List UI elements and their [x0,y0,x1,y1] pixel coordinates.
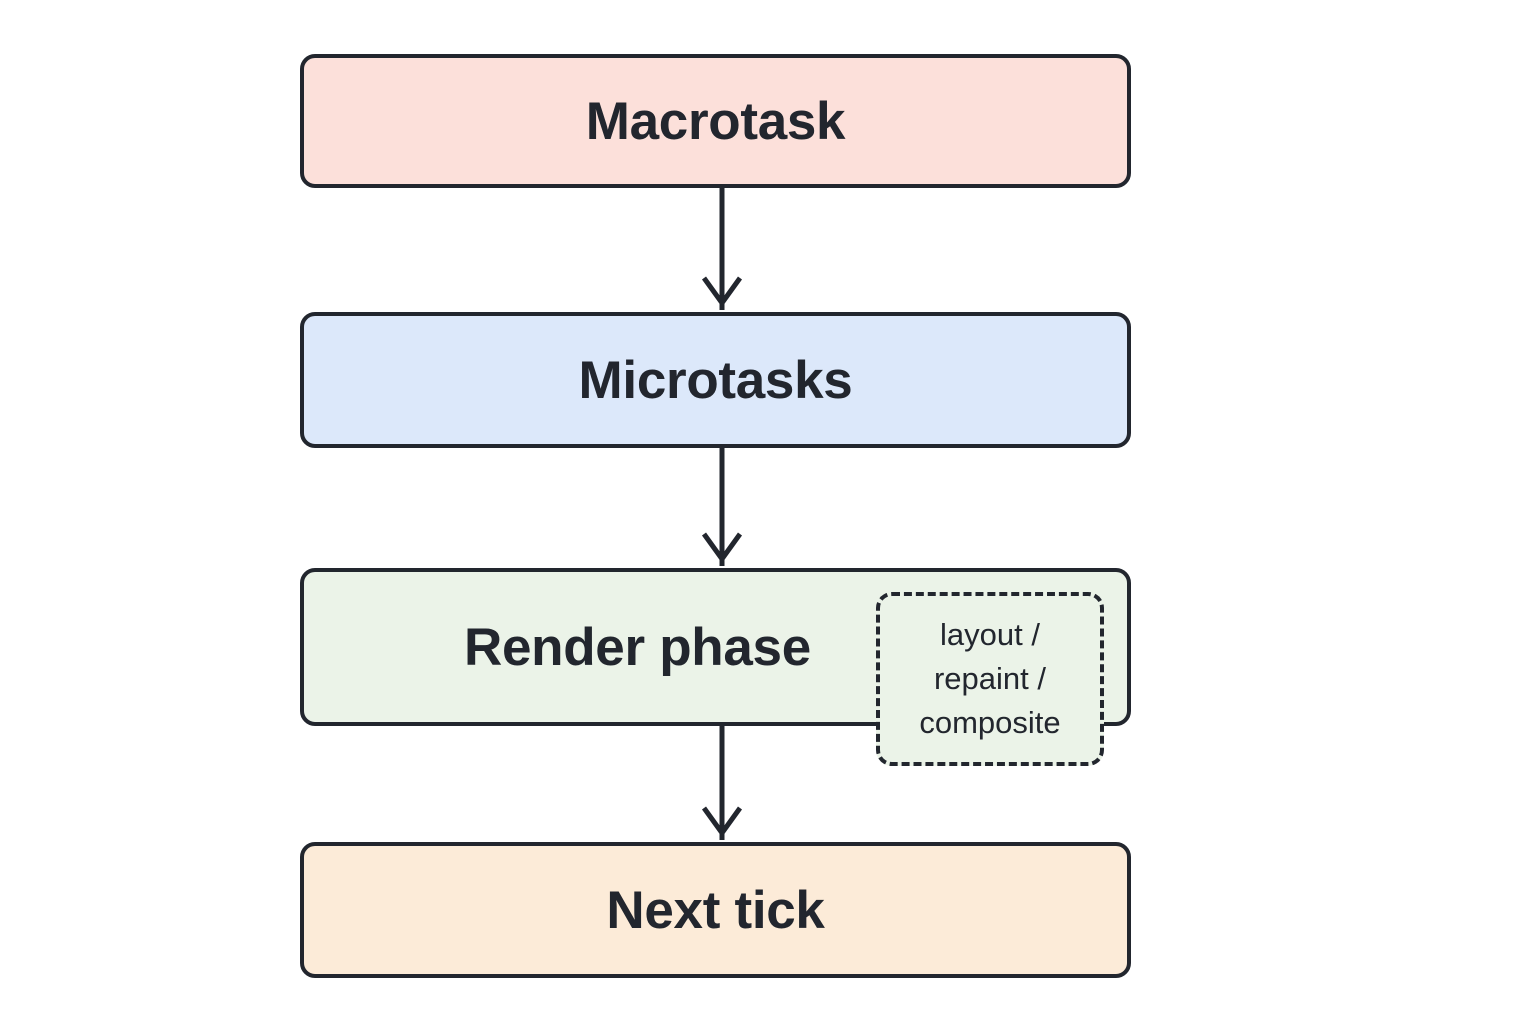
node-macrotask[interactable]: Macrotask [300,54,1131,188]
node-next-tick-label: Next tick [606,880,825,940]
arrowhead-render-phase-to-next-tick [701,806,743,838]
annotation-line-composite: composite [919,705,1061,740]
annotation-line-repaint: repaint / [933,660,1046,696]
annotation-render-phase-details[interactable]: layout / repaint / composite [876,592,1104,766]
node-render-phase-label: Render phase [464,617,811,677]
annotation-line-layout: layout / [940,616,1040,652]
node-microtasks[interactable]: Microtasks [300,312,1131,448]
node-next-tick[interactable]: Next tick [300,842,1131,978]
arrowhead-macrotask-to-microtasks [701,276,743,308]
node-macrotask-label: Macrotask [585,91,846,151]
node-microtasks-label: Microtasks [578,350,853,410]
arrowhead-microtasks-to-render-phase [701,532,743,564]
